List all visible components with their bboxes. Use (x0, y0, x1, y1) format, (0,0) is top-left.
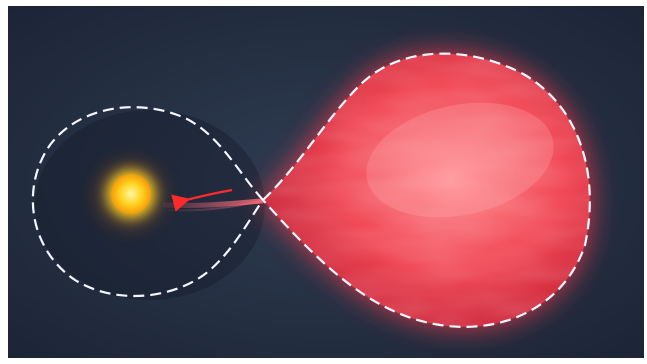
roche-lobe-outline-left (31, 106, 264, 298)
roche-lobe-outline-right (262, 52, 591, 328)
mass-transfer-arrow (171, 188, 233, 212)
compact-companion-star (111, 174, 151, 214)
